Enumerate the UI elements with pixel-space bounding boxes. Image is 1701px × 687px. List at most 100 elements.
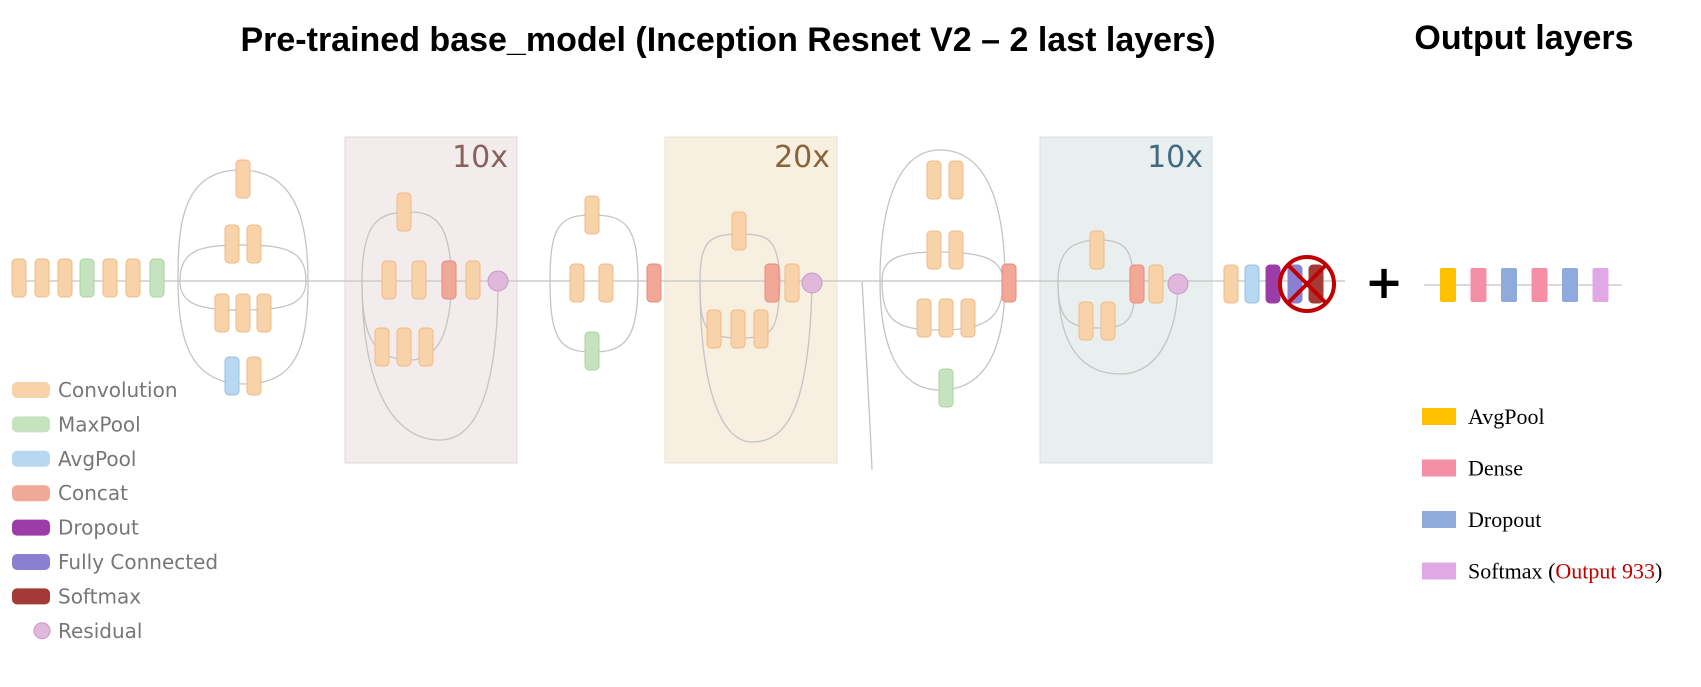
convolution-node xyxy=(926,160,942,200)
convolution-node xyxy=(948,160,964,200)
fully-connected-swatch xyxy=(12,554,50,570)
legend-label: Convolution xyxy=(58,378,178,402)
convolution-node xyxy=(396,192,412,232)
repeat-block-1: 10x xyxy=(344,136,518,464)
concat-node xyxy=(441,260,457,300)
output-legend-label: Dropout xyxy=(1468,507,1541,532)
dense-swatch xyxy=(1422,459,1456,477)
output-legend-text: Softmax xyxy=(1468,559,1543,584)
residual-node xyxy=(1167,273,1189,295)
maxpool-node xyxy=(584,331,600,371)
dropout-output-node xyxy=(1501,268,1517,302)
base-model-legend: ConvolutionMaxPoolAvgPoolConcatDropoutFu… xyxy=(12,378,218,643)
convolution-node xyxy=(396,327,412,367)
convolution-node xyxy=(706,309,722,349)
softmax-output-node xyxy=(1592,268,1609,302)
avgpool-swatch xyxy=(12,450,50,467)
convolution-node xyxy=(34,258,50,298)
avgpool-output-node xyxy=(1440,268,1456,302)
convolution-node xyxy=(246,356,262,396)
output-legend-label: AvgPool xyxy=(1468,404,1545,429)
output-legend-text: AvgPool xyxy=(1468,404,1545,429)
dense-output-node xyxy=(1470,268,1487,302)
legend-label: Softmax xyxy=(58,584,141,608)
legend-label: AvgPool xyxy=(58,447,136,471)
convolution-node xyxy=(465,260,481,300)
avgpool-node xyxy=(1244,264,1260,304)
convolution-node xyxy=(235,159,251,199)
paren-close: ) xyxy=(1655,559,1662,584)
residual-dot xyxy=(33,622,51,640)
convolution-node xyxy=(235,293,251,333)
output-legend-label: Dense xyxy=(1468,456,1523,481)
convolution-node xyxy=(246,224,262,264)
maxpool-node xyxy=(938,368,954,408)
concat-node xyxy=(764,263,780,303)
base-model-nodes xyxy=(11,159,1324,408)
concat-node xyxy=(1001,263,1017,303)
legend-label: Fully Connected xyxy=(58,550,218,574)
convolution-node xyxy=(214,293,230,333)
convolution-node xyxy=(11,258,27,298)
concat-swatch xyxy=(12,485,50,502)
convolution-node xyxy=(598,263,614,303)
output-legend-text: Dense xyxy=(1468,456,1523,481)
output-layer-nodes xyxy=(1440,268,1609,302)
residual-node xyxy=(487,270,509,292)
convolution-node xyxy=(1100,301,1116,341)
convolution-node xyxy=(1148,264,1164,304)
convolution-node xyxy=(1089,230,1105,270)
softmax-swatch xyxy=(1422,562,1456,580)
maxpool-node xyxy=(149,258,165,298)
convolution-node xyxy=(948,230,964,270)
convolution-node xyxy=(224,224,240,264)
convolution-node xyxy=(569,263,585,303)
dense-output-node xyxy=(1531,268,1548,302)
concat-node xyxy=(1129,264,1145,304)
convolution-node xyxy=(916,298,932,338)
convolution-node xyxy=(125,258,141,298)
output-legend-label: Softmax (Output 933) xyxy=(1468,559,1662,584)
legend-label: Dropout xyxy=(58,516,139,540)
repeat-label-3: 10x xyxy=(1147,140,1203,175)
convolution-node xyxy=(102,258,118,298)
output-count-note: Output 933 xyxy=(1555,559,1655,584)
convolution-node xyxy=(57,258,73,298)
maxpool-swatch xyxy=(12,416,50,433)
residual-node xyxy=(801,272,823,294)
avgpool-swatch xyxy=(1422,408,1456,425)
convolution-node xyxy=(411,260,427,300)
legend-label: Residual xyxy=(58,619,142,643)
plus-sign: + xyxy=(1365,255,1404,309)
convolution-node xyxy=(256,293,272,333)
convolution-node xyxy=(753,309,769,349)
dropout-swatch xyxy=(1422,511,1456,528)
concat-node xyxy=(646,263,662,303)
repeat-block-3: 10x xyxy=(1039,136,1213,464)
base-model-title: Pre-trained base_model (Inception Resnet… xyxy=(240,21,1215,59)
convolution-node xyxy=(730,309,746,349)
convolution-node xyxy=(731,211,747,251)
repeat-label-1: 10x xyxy=(452,140,508,175)
maxpool-node xyxy=(79,258,95,298)
dropout-output-node xyxy=(1562,268,1578,302)
convolution-node xyxy=(926,230,942,270)
repeat-block-2: 20x xyxy=(664,136,838,464)
convolution-node xyxy=(374,327,390,367)
legend-label: MaxPool xyxy=(58,412,141,436)
repeat-label-2: 20x xyxy=(774,140,830,175)
cross-in-circle-icon xyxy=(1278,255,1336,313)
output-legend-text: Dropout xyxy=(1468,507,1541,532)
paren-open: ( xyxy=(1543,559,1556,584)
convolution-node xyxy=(418,327,434,367)
dropout-swatch xyxy=(12,519,50,536)
removed-layers-marker xyxy=(1278,255,1336,313)
convolution-node xyxy=(960,298,976,338)
avgpool-node xyxy=(224,356,240,396)
convolution-node xyxy=(938,298,954,338)
convolution-node xyxy=(1078,301,1094,341)
softmax-swatch xyxy=(12,588,50,605)
convolution-swatch xyxy=(12,382,50,398)
